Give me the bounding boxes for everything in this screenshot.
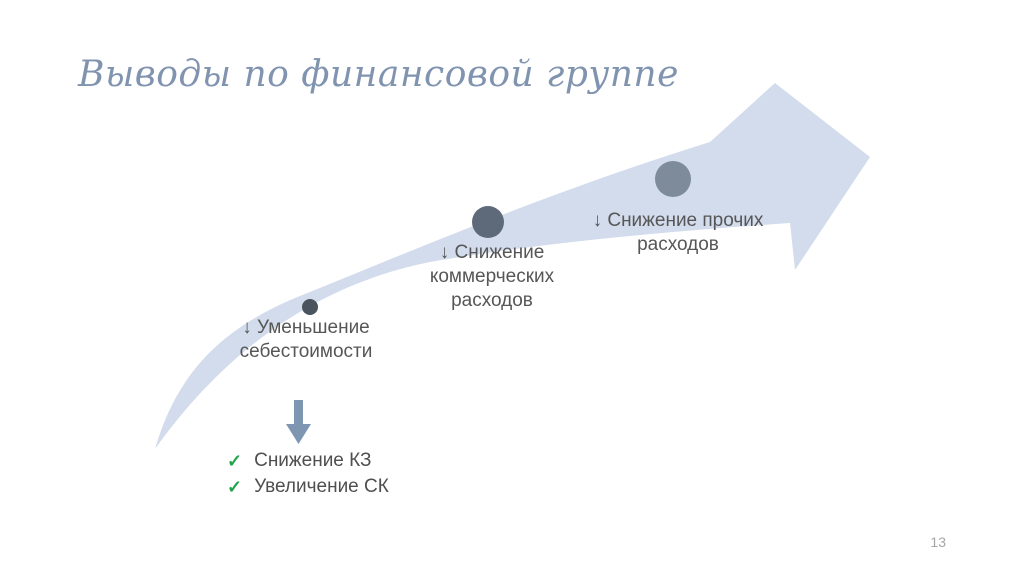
check-icon: ✓ xyxy=(227,451,243,471)
check-icon: ✓ xyxy=(227,477,243,497)
step-dot-1 xyxy=(302,299,318,315)
swoosh-arrow-shape xyxy=(155,83,870,449)
checklist: ✓ Снижение КЗ ✓ Увеличение СК xyxy=(227,450,389,498)
step-dot-2 xyxy=(472,206,504,238)
slide-title: Выводы по финансовой группе xyxy=(78,54,679,95)
page-number: 13 xyxy=(930,534,946,550)
step-label-decrease-other-expenses: ↓ Снижение прочих расходов xyxy=(592,210,764,255)
step-label-decrease-cost: ↓ Уменьшение себестоимости xyxy=(239,317,373,362)
check-item: ✓ Снижение КЗ xyxy=(227,450,389,472)
check-item-label: Снижение КЗ xyxy=(254,450,372,471)
down-arrow-icon xyxy=(286,400,311,444)
step-label-decrease-commercial-expenses: ↓ Снижение коммерческих расходов xyxy=(429,242,555,311)
check-item: ✓ Увеличение СК xyxy=(227,476,389,498)
check-item-label: Увеличение СК xyxy=(254,476,389,497)
step-dot-3 xyxy=(655,161,691,197)
